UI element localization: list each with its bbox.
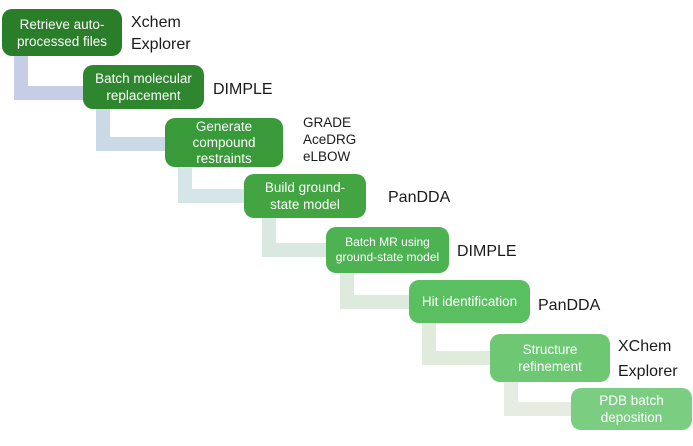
connector-5-horizontal: [340, 295, 415, 309]
connector-1-horizontal: [14, 86, 90, 100]
step-box-line: restraints: [196, 150, 252, 166]
tool-label-line: Explorer: [131, 36, 191, 53]
tool-label-line: Explorer: [618, 363, 678, 380]
step-box-line: Build ground-: [264, 180, 346, 195]
step-box-retrieve-files: Retrieve auto- processed files: [2, 9, 122, 56]
tool-label-line: DIMPLE: [213, 81, 273, 98]
step-box-line: Batch molecular: [95, 71, 192, 86]
step-box-line: Hit identification: [421, 294, 518, 309]
step-box-batch-mr-ground-state: Batch MR using ground-state model: [326, 227, 449, 273]
step-box-line: Structure: [522, 342, 578, 357]
step-box-compound-restraints: Generate compound restraints: [165, 118, 283, 167]
step-box-line: processed files: [16, 33, 108, 49]
step-box-line: Retrieve auto-: [19, 16, 105, 32]
tool-label-line: eLBOW: [303, 149, 351, 164]
step-box-hit-identification: Hit identification: [409, 280, 530, 323]
tool-label-pandda-2: PanDDA: [538, 295, 600, 317]
tool-label-dimple-2: DIMPLE: [457, 241, 517, 263]
step-box-ground-state-model: Build ground- state model: [244, 174, 366, 218]
step-box-line: state model: [270, 197, 340, 212]
step-box-line: Batch MR using: [345, 235, 430, 249]
tool-label-xchem-explorer-2: XChem Explorer: [618, 334, 678, 384]
tool-label-grade-acedrg-elbow: GRADE AceDRG eLBOW: [303, 114, 356, 165]
step-box-line: refinement: [518, 359, 582, 374]
step-box-batch-molecular-replacement: Batch molecular replacement: [83, 65, 204, 109]
step-box-line: Generate: [195, 118, 253, 134]
connector-4-horizontal: [262, 243, 332, 257]
tool-label-line: AceDRG: [303, 132, 357, 147]
step-box-line: ground-state model: [335, 250, 440, 264]
step-box-line: compound: [192, 134, 256, 150]
connector-6-horizontal: [422, 351, 496, 365]
step-box-line: replacement: [106, 88, 181, 103]
connector-7-horizontal: [504, 402, 577, 416]
tool-label-line: DIMPLE: [457, 243, 517, 260]
tool-label-pandda-1: PanDDA: [388, 187, 450, 209]
step-box-line: PDB batch: [599, 393, 664, 408]
tool-label-line: PanDDA: [538, 297, 601, 314]
tool-label-line: XChem: [618, 338, 672, 355]
step-box-line: deposition: [600, 410, 663, 425]
tool-label-xchem-explorer: Xchem Explorer: [131, 12, 191, 56]
connector-2-horizontal: [96, 137, 172, 151]
tool-label-line: Xchem: [131, 14, 181, 31]
tool-label-line: GRADE: [303, 115, 352, 130]
tool-label-line: PanDDA: [388, 189, 451, 206]
step-box-structure-refinement: Structure refinement: [490, 334, 610, 382]
tool-label-dimple-1: DIMPLE: [213, 79, 273, 101]
connector-3-horizontal: [178, 189, 250, 203]
step-box-pdb-deposition: PDB batch deposition: [571, 388, 692, 430]
